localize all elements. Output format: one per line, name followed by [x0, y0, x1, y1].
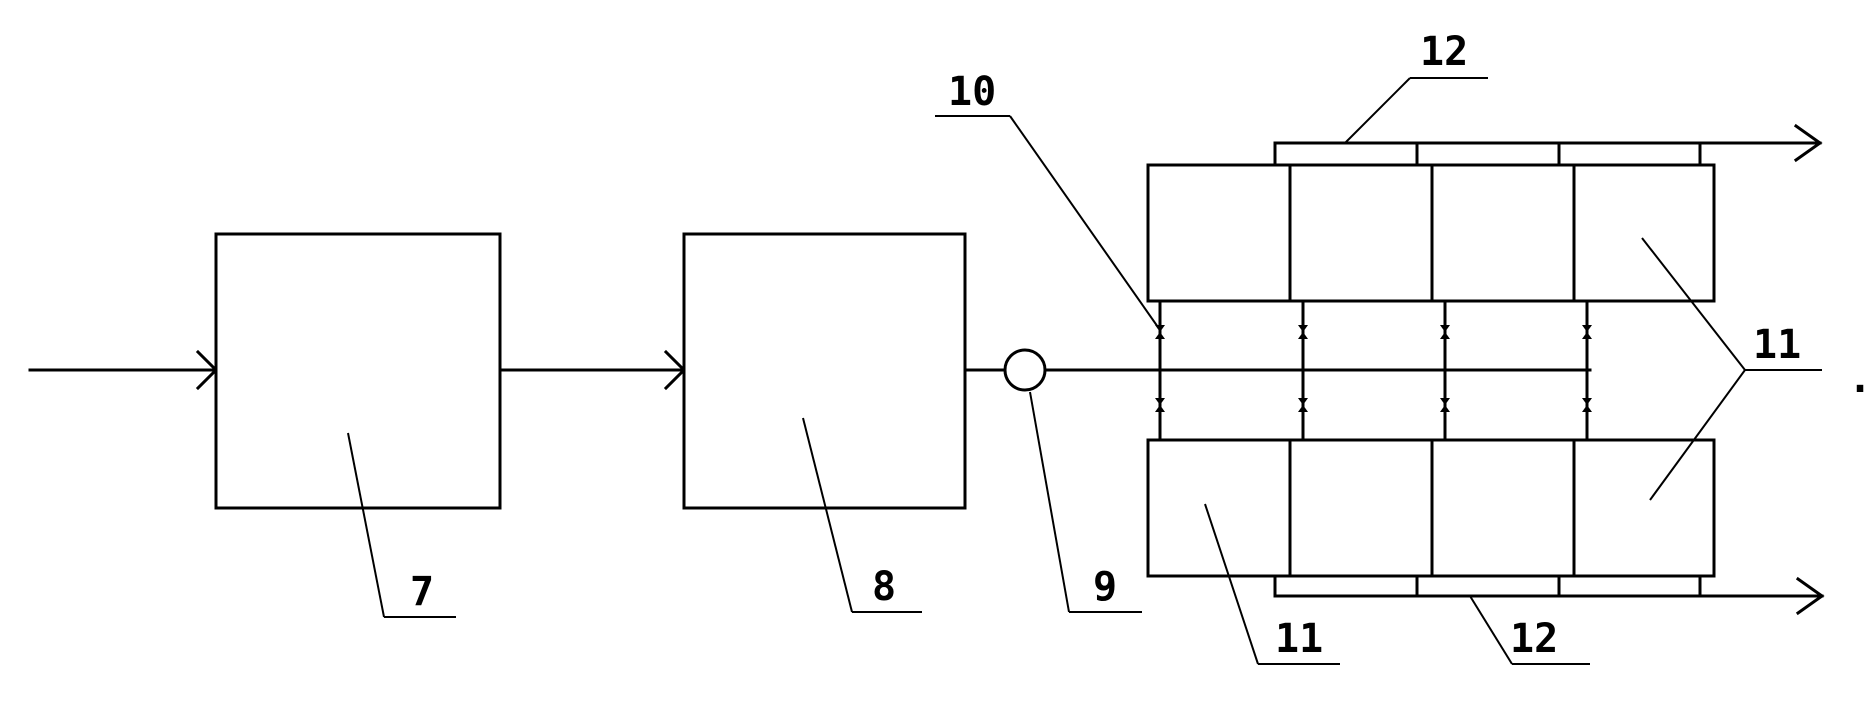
- unit-8-box: [682, 232, 967, 510]
- label-10: 10: [948, 69, 996, 115]
- label-12-top: 12: [1420, 29, 1468, 75]
- top-outlet-pipe: [1273, 123, 1823, 167]
- trailing-dot: .: [1848, 356, 1866, 402]
- label-7: 7: [410, 569, 434, 615]
- bottom-module-bank: [1146, 438, 1716, 578]
- label-12-bottom: 12: [1510, 616, 1558, 662]
- unit-7-box: [214, 232, 502, 510]
- leader-lines: [347, 77, 1822, 665]
- inlet-line: [28, 349, 219, 391]
- branch-valve-lines: [1158, 299, 1589, 442]
- label-11-bottom: 11: [1275, 616, 1323, 662]
- connector-8-9-header: [963, 348, 1592, 392]
- label-9: 9: [1093, 564, 1117, 610]
- label-11-right: 11: [1753, 322, 1801, 368]
- bottom-outlet-pipe: [1273, 574, 1825, 616]
- top-module-bank: [1146, 163, 1716, 303]
- label-8: 8: [872, 564, 896, 610]
- connector-7-8: [498, 349, 687, 391]
